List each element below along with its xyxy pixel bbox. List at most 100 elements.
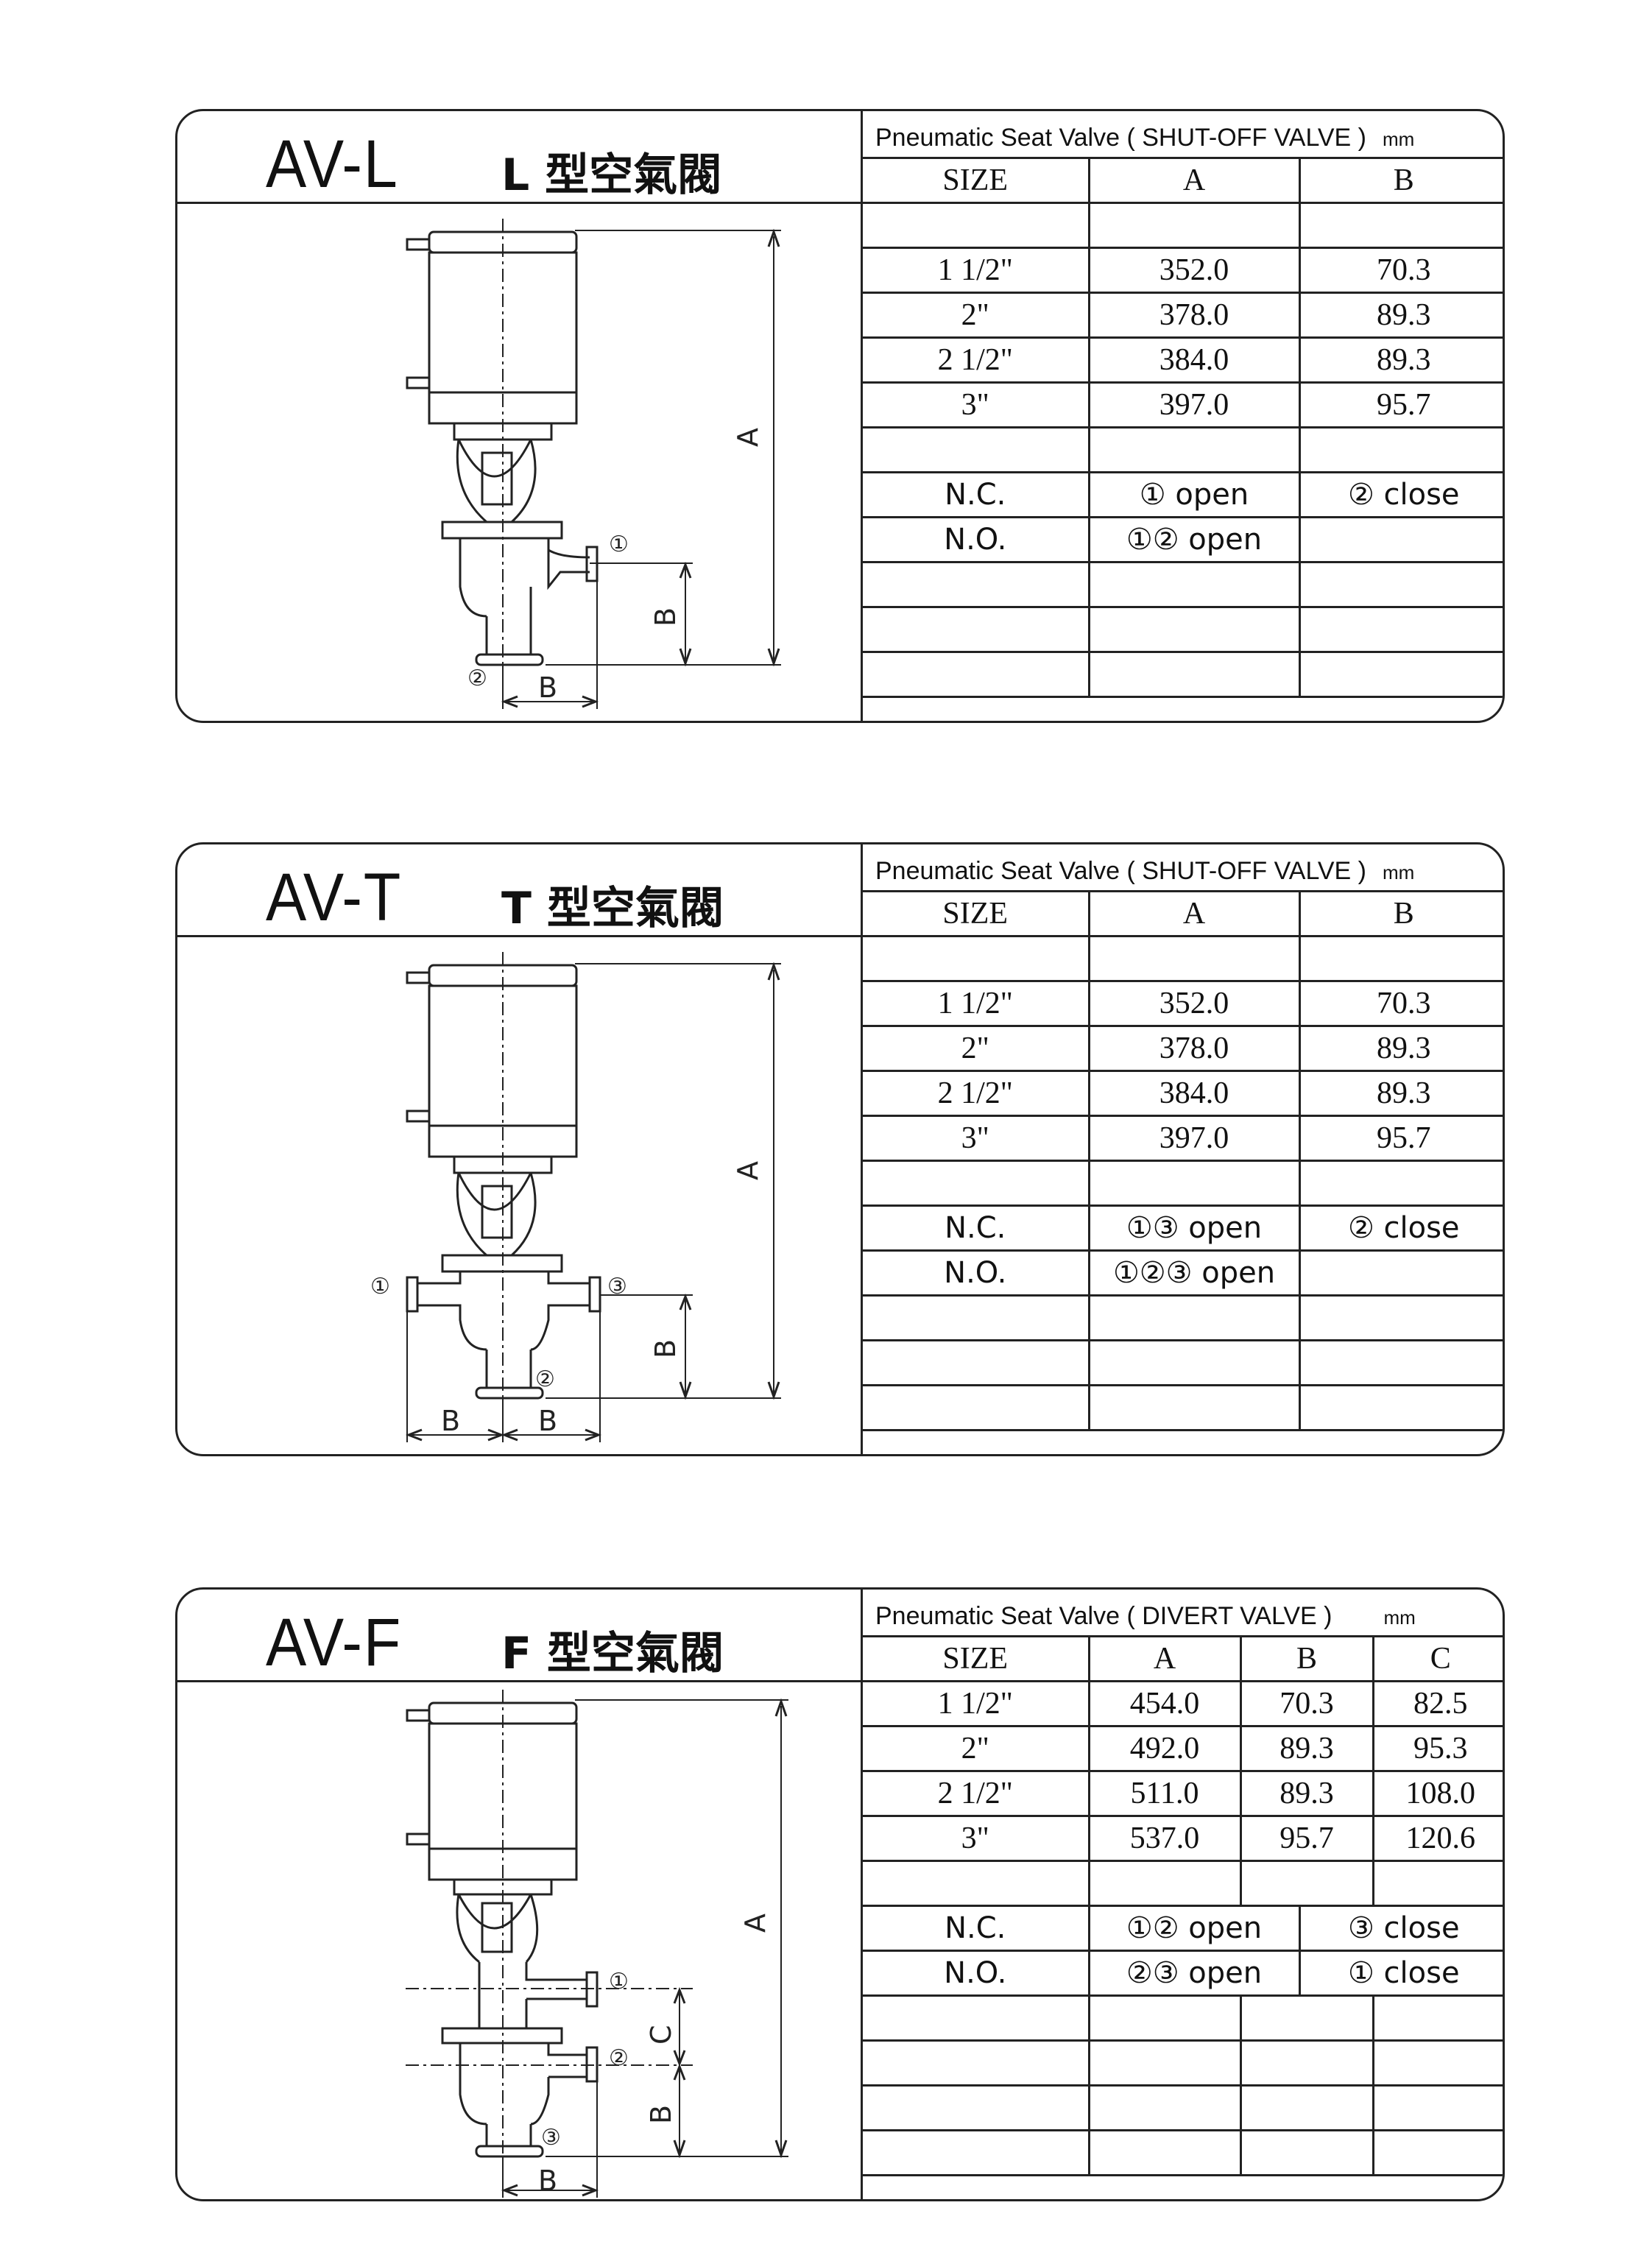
header-cell: A xyxy=(1087,890,1301,937)
a-cell: 492.0 xyxy=(1087,1725,1242,1772)
port-3-label: ③ xyxy=(541,2125,561,2151)
yoke xyxy=(456,1172,537,1257)
table-row: 2" 378.0 89.3 xyxy=(863,1025,1503,1072)
table-row: 3" 397.0 95.7 xyxy=(863,381,1503,428)
header-cell: B xyxy=(1239,1635,1374,1682)
no-close xyxy=(1298,1249,1503,1297)
valve-drawing: A C B B ① ② ③ xyxy=(177,1682,861,2199)
c-cell: 108.0 xyxy=(1372,1770,1503,1817)
no-label: N.O. xyxy=(863,1950,1090,1997)
dim-b2-label: B xyxy=(538,2165,557,2197)
chinese-title: T 型空氣閥 xyxy=(501,883,724,934)
header-cell: B xyxy=(1298,157,1503,204)
dim-b2-arrows xyxy=(501,2184,599,2197)
header-row: SIZE A B C xyxy=(863,1635,1503,1682)
no-open: ②③ open xyxy=(1087,1950,1301,1997)
title-bar: AV-T T 型空氣閥 xyxy=(177,844,861,937)
size-cell: 2 1/2" xyxy=(863,1770,1090,1817)
header-cell: C xyxy=(1372,1635,1503,1682)
stem xyxy=(481,451,513,506)
nc-row: N.C. ① open ② close xyxy=(863,471,1503,518)
dim-b-label: B xyxy=(649,1339,682,1358)
title-bar: AV-F F 型空氣閥 xyxy=(177,1590,861,1682)
air-fitting-bottom xyxy=(406,376,431,389)
dim-b3-arrows xyxy=(501,1428,602,1442)
valve-drawing: A B B ① ② xyxy=(177,204,861,721)
header-cell: SIZE xyxy=(863,157,1090,204)
blank-row xyxy=(863,935,1503,982)
table-caption: Pneumatic Seat Valve ( DIVERT VALVE ) mm xyxy=(875,1594,1416,1638)
chinese-title: F 型空氣閥 xyxy=(501,1628,724,1679)
b-cell: 95.7 xyxy=(1298,1115,1503,1162)
dim-a-arrows xyxy=(774,1698,788,2159)
blank-row xyxy=(863,2129,1503,2176)
a-cell: 378.0 xyxy=(1087,1025,1301,1072)
blank-row xyxy=(863,651,1503,698)
dim-a-arrows xyxy=(767,228,780,667)
valve-l-svg: A B B ① ② xyxy=(406,219,781,709)
header-row: SIZE A B xyxy=(863,890,1503,937)
b-cell: 89.3 xyxy=(1239,1725,1374,1772)
unit-label: mm xyxy=(1382,861,1415,883)
table-row: 3" 537.0 95.7 120.6 xyxy=(863,1815,1503,1862)
divider xyxy=(861,844,863,1454)
model-code: AV-F xyxy=(266,1605,403,1680)
air-fitting-top xyxy=(406,1709,431,1722)
air-fitting-top xyxy=(406,238,431,251)
header-cell: SIZE xyxy=(863,1635,1090,1682)
size-cell: 2 1/2" xyxy=(863,1070,1090,1117)
no-close: ① close xyxy=(1298,1950,1503,1997)
spec-table: SIZE A B 1 1/2" 352.0 70.3 2" 378.0 89.3… xyxy=(863,890,1503,1431)
blank-row xyxy=(863,2039,1503,2087)
valve-drawing: A B B B ① ② ③ xyxy=(177,937,861,1454)
header-cell: B xyxy=(1298,890,1503,937)
b-cell: 70.3 xyxy=(1298,980,1503,1027)
nc-label: N.C. xyxy=(863,1905,1090,1952)
divider xyxy=(861,111,863,721)
a-cell: 378.0 xyxy=(1087,292,1301,339)
port-2-flange xyxy=(475,1386,544,1400)
dim-b-arrows xyxy=(673,2063,686,2159)
size-cell: 3" xyxy=(863,1115,1090,1162)
no-label: N.O. xyxy=(863,1249,1090,1297)
c-cell: 95.3 xyxy=(1372,1725,1503,1772)
table-row: 2" 492.0 89.3 95.3 xyxy=(863,1725,1503,1772)
title-bar: AV-L L 型空氣閥 xyxy=(177,111,861,204)
size-cell: 3" xyxy=(863,381,1090,428)
dim-a-label: A xyxy=(739,1913,772,1933)
table-row: 2 1/2" 384.0 89.3 xyxy=(863,336,1503,384)
b-cell: 89.3 xyxy=(1298,292,1503,339)
size-cell: 2" xyxy=(863,292,1090,339)
caption-text: Pneumatic Seat Valve ( DIVERT VALVE ) xyxy=(875,1602,1332,1630)
header-cell: SIZE xyxy=(863,890,1090,937)
table-row: 2 1/2" 511.0 89.3 108.0 xyxy=(863,1770,1503,1817)
blank-row xyxy=(863,1384,1503,1431)
b-cell: 95.7 xyxy=(1298,381,1503,428)
port-2-label: ② xyxy=(609,2045,629,2071)
table-caption: Pneumatic Seat Valve ( SHUT-OFF VALVE )m… xyxy=(875,116,1414,160)
port-2-flange xyxy=(475,653,544,666)
no-row: N.O. ①②③ open xyxy=(863,1249,1503,1297)
air-fitting-bottom xyxy=(406,1833,431,1846)
nc-close: ③ close xyxy=(1298,1905,1503,1952)
blank-row xyxy=(863,1860,1503,1907)
nc-open: ① open xyxy=(1087,471,1301,518)
model-code: AV-L xyxy=(266,127,399,202)
nc-row: N.C. ①③ open ② close xyxy=(863,1204,1503,1252)
b-cell: 89.3 xyxy=(1298,336,1503,384)
blank-row xyxy=(863,1160,1503,1207)
nc-row: N.C. ①② open ③ close xyxy=(863,1905,1503,1952)
blank-row xyxy=(863,1994,1503,2042)
valve-f-svg: A C B B ① ② ③ xyxy=(406,1690,788,2198)
b-cell: 89.3 xyxy=(1298,1025,1503,1072)
section-av-l: AV-L L 型空氣閥 Pneumatic Seat Valve ( SHUT-… xyxy=(175,109,1505,723)
port-2-label: ② xyxy=(467,666,487,691)
port-1-label: ① xyxy=(370,1274,390,1299)
yoke xyxy=(456,439,537,523)
size-cell: 2" xyxy=(863,1025,1090,1072)
unit-label: mm xyxy=(1383,1606,1416,1629)
dim-b2-arrows xyxy=(501,695,599,708)
b-cell: 70.3 xyxy=(1298,247,1503,294)
c-cell: 82.5 xyxy=(1372,1680,1503,1727)
dim-b-arrows xyxy=(679,561,692,667)
